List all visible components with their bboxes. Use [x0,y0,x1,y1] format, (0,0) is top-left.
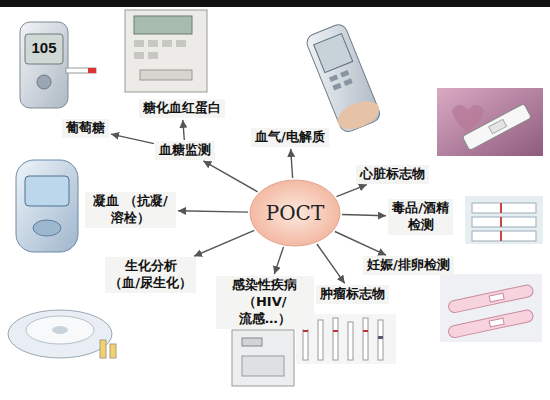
arrow-connector [317,244,345,283]
arrow-connector [194,230,254,256]
arrow-connector [274,247,283,274]
infection-test-device [232,330,294,386]
drug-test-cassette [465,196,543,244]
category-text: 生化分析 （血/尿生化） [109,258,192,292]
category-label: 凝血 （抗凝/溶栓） [85,192,176,228]
category-text: 糖化血红蛋白 [143,100,221,117]
pregnancy-test [440,274,542,342]
category-text: 肿瘤标志物 [320,286,385,303]
category-label: 葡萄糖 [62,119,109,138]
arrow-connector [203,161,257,192]
cardiac-marker-test [437,88,543,156]
category-label: 生化分析 （血/尿生化） [105,257,196,293]
blood-gas-analyzer [303,22,383,135]
arrow-connector [178,211,248,212]
arrow-connector [183,120,185,140]
display-reading: 105 [25,39,63,56]
top-band [0,0,550,7]
category-text: 妊娠/排卵检测 [367,257,450,274]
arrow-connector [291,149,293,178]
center-title: POCT [266,201,325,225]
category-label: 糖化血红蛋白 [139,99,225,118]
category-text: 葡萄糖 [66,120,105,137]
category-text: 毒品/酒精 检测 [392,200,449,234]
category-label: 血糖监测 [155,141,215,160]
arrow-connector [337,185,367,197]
center-ellipse: POCT [249,179,341,247]
category-text: 凝血 （抗凝/溶栓） [89,193,172,227]
category-label: 感染性疾病 （HIV/流感…） [216,276,314,329]
coagulation-device [16,160,78,252]
category-text: 血糖监测 [159,142,211,159]
category-text: 感染性疾病 （HIV/流感…） [220,277,310,328]
category-label: 妊娠/排卵检测 [363,256,454,275]
biochemistry-disc [8,310,116,358]
arrow-connector [335,232,386,256]
arrow-connector [342,215,386,216]
category-label: 肿瘤标志物 [316,285,389,304]
category-text: 血气/电解质 [255,129,325,146]
category-label: 毒品/酒精 检测 [388,199,453,235]
category-text: 心脏标志物 [360,166,425,183]
arrow-connector [111,134,154,144]
category-label: 血气/电解质 [251,128,329,147]
glucose-meter [20,22,96,108]
category-label: 心脏标志物 [356,165,429,184]
hba1c-analyzer [125,10,207,92]
